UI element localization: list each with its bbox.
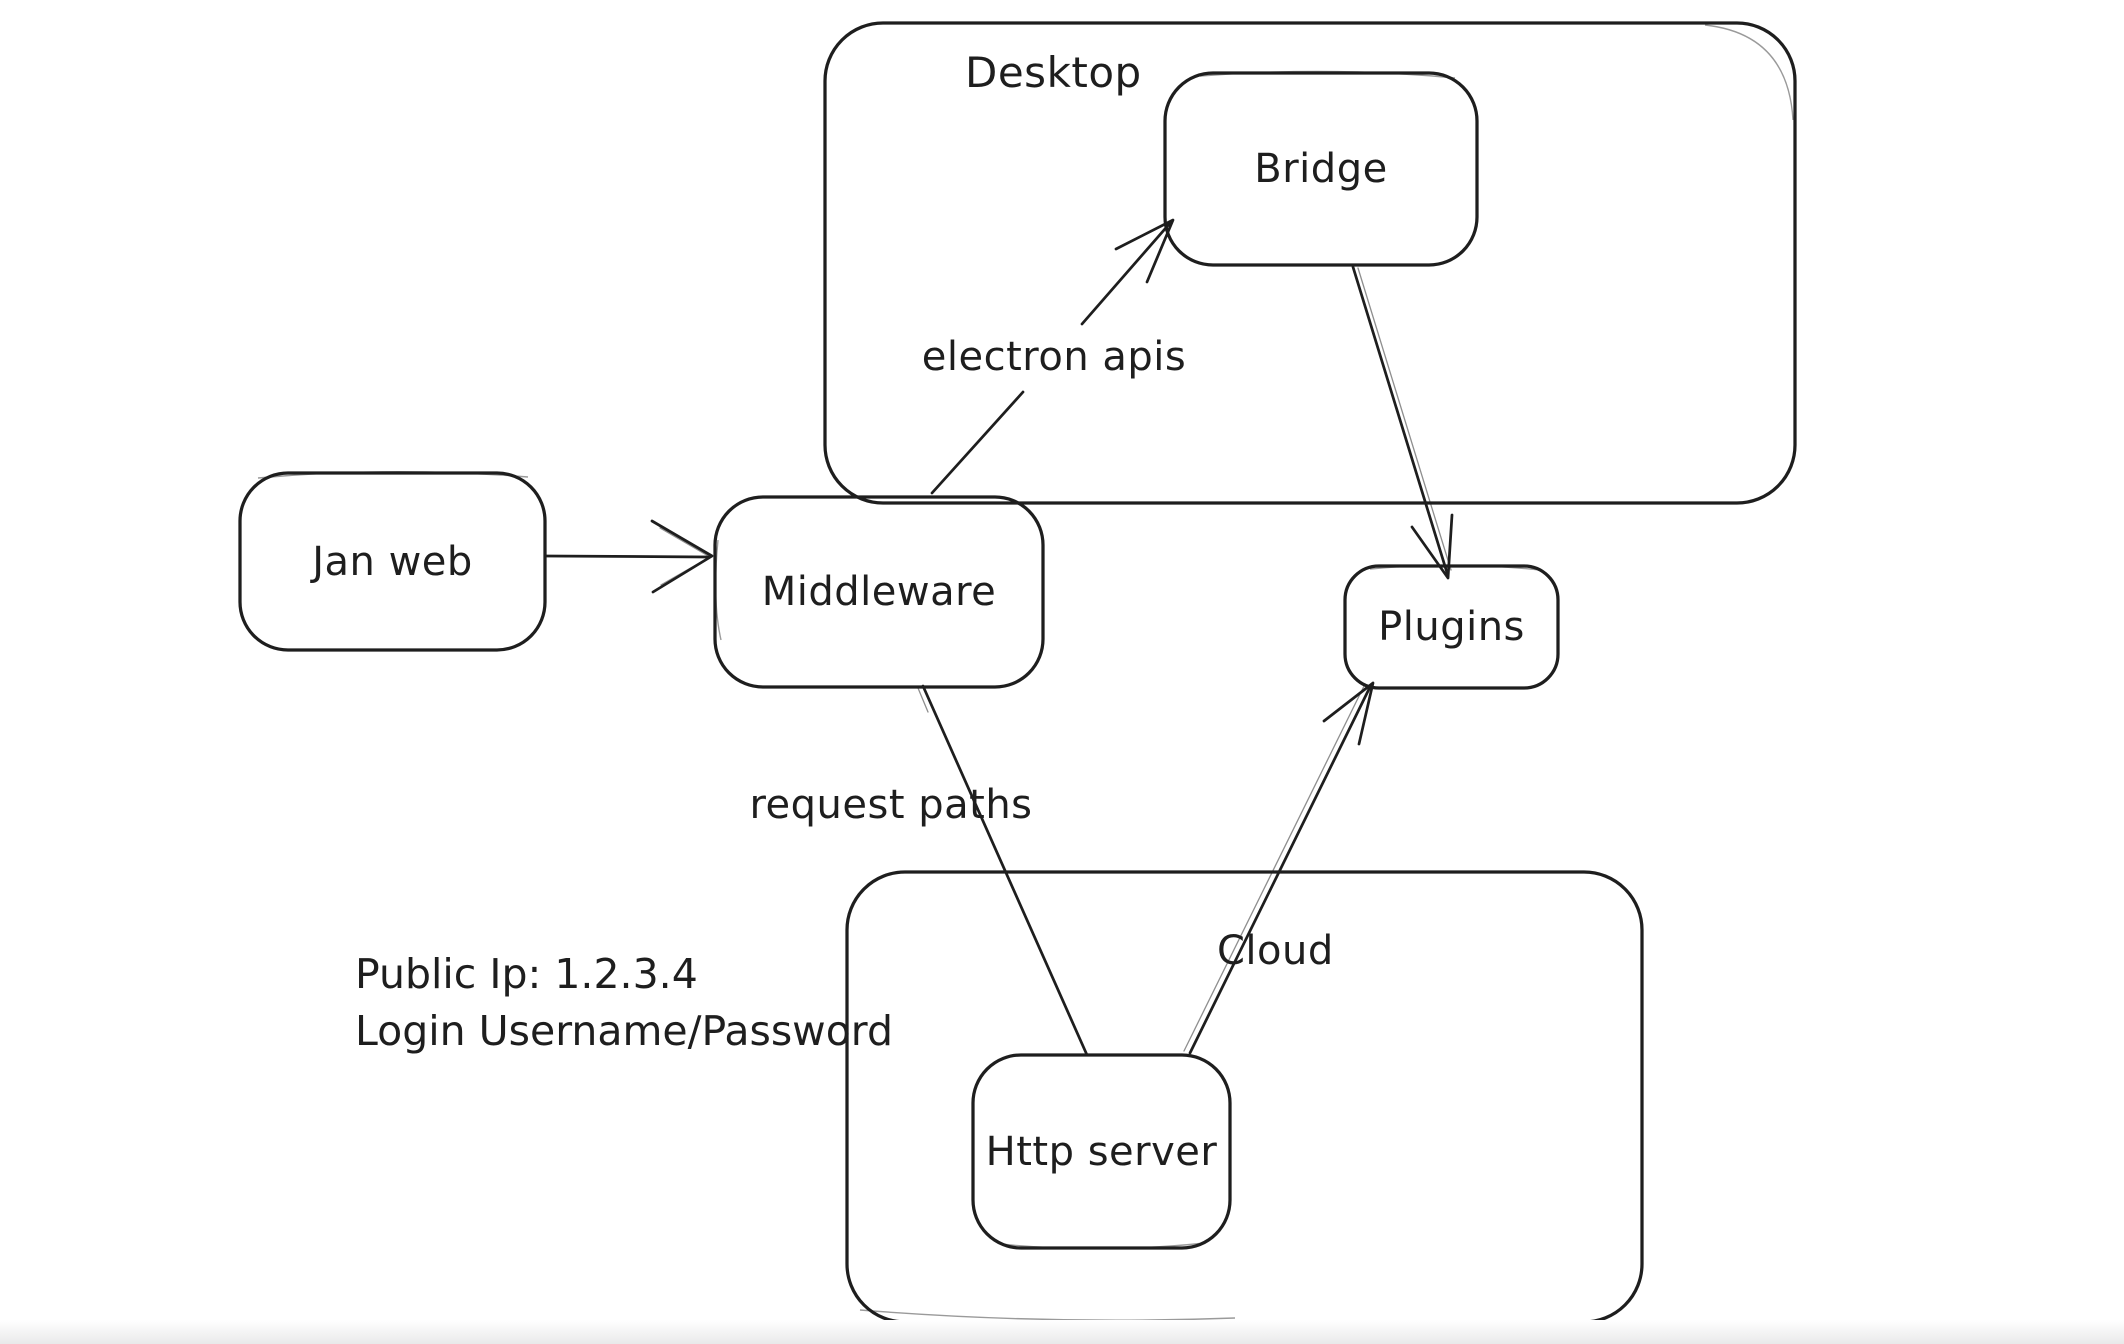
edge-janweb-to-middleware-arrowhead-echo <box>659 527 712 586</box>
plugins-node-echo-stroke <box>1369 564 1541 571</box>
edge-middleware-to-bridge[interactable] <box>930 218 1175 495</box>
credentials-note-line2: Login Username/Password <box>355 1007 893 1055</box>
http-server-node-label[interactable]: Http server <box>985 1128 1218 1175</box>
edge-label-electron-apis[interactable]: electron apis <box>921 334 1187 380</box>
cloud-container-echo-stroke <box>859 1309 1236 1321</box>
edge-httpserver-to-plugins-line[interactable] <box>1188 683 1373 1055</box>
edge-middleware-to-httpserver-line-echo <box>917 687 929 713</box>
edge-httpserver-to-plugins[interactable] <box>1183 681 1375 1055</box>
desktop-container-label[interactable]: Desktop <box>965 48 1142 97</box>
edge-bridge-to-plugins-line[interactable] <box>1351 265 1450 578</box>
cloud-container-label[interactable]: Cloud <box>1217 928 1334 974</box>
edge-bridge-to-plugins-arrowhead <box>1410 513 1454 580</box>
edge-middleware-to-httpserver-line[interactable] <box>921 684 1089 1057</box>
plugins-node-outline[interactable] <box>1343 564 1560 690</box>
edge-httpserver-to-plugins-arrowhead <box>1322 681 1375 746</box>
desktop-container-outline[interactable] <box>823 21 1797 505</box>
edge-janweb-to-middleware[interactable] <box>543 519 714 594</box>
jan-web-node-outline[interactable] <box>238 471 547 652</box>
plugins-node-shape[interactable] <box>1343 564 1560 690</box>
edge-httpserver-to-plugins-line-echo <box>1183 683 1366 1052</box>
edge-middleware-to-httpserver[interactable] <box>917 684 1089 1057</box>
edge-bridge-to-plugins-line-echo <box>1357 267 1452 571</box>
plugins-node-label[interactable]: Plugins <box>1378 604 1525 650</box>
desktop-container-echo-stroke <box>1704 24 1794 121</box>
edge-label-request-paths[interactable]: request paths <box>749 782 1033 828</box>
jan-web-node-label[interactable]: Jan web <box>312 538 473 585</box>
http-server-node-outline[interactable] <box>971 1053 1232 1250</box>
jan-web-node-shape[interactable] <box>238 471 547 652</box>
middleware-node-label[interactable]: Middleware <box>761 569 997 615</box>
edge-middleware-to-bridge-arrowhead <box>1114 218 1175 284</box>
jan-web-node-echo-stroke <box>257 471 529 479</box>
edge-janweb-to-middleware-arrowhead <box>650 519 714 594</box>
edge-middleware-to-bridge-line-lower[interactable] <box>930 390 1025 495</box>
credentials-note[interactable]: Public Ip: 1.2.3.4 Login Username/Passwo… <box>355 946 893 1060</box>
middleware-node-outline[interactable] <box>713 495 1045 689</box>
edge-middleware-to-bridge-line-upper[interactable] <box>1080 220 1173 326</box>
edge-janweb-to-middleware-line[interactable] <box>543 554 710 559</box>
desktop-container-shape[interactable] <box>823 21 1797 505</box>
bridge-node-echo-stroke <box>1199 70 1456 79</box>
bridge-node-label[interactable]: Bridge <box>1254 146 1388 192</box>
credentials-note-line1: Public Ip: 1.2.3.4 <box>355 950 698 998</box>
http-server-node-echo-stroke <box>999 1242 1206 1250</box>
bridge-node-shape[interactable] <box>1163 70 1479 267</box>
http-server-node-shape[interactable] <box>971 1053 1232 1250</box>
edge-bridge-to-plugins[interactable] <box>1351 265 1454 580</box>
bridge-node-outline[interactable] <box>1163 71 1479 267</box>
middleware-node-echo-stroke <box>714 539 722 641</box>
middleware-node-shape[interactable] <box>713 495 1045 689</box>
